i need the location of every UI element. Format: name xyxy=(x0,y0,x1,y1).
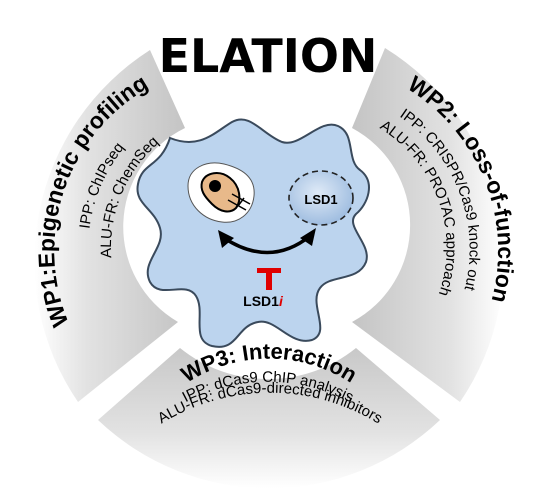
inhibition-t-icon xyxy=(257,268,281,290)
nucleus xyxy=(288,170,354,226)
inhibitor-label: LSD1i xyxy=(243,293,284,309)
wp2-band xyxy=(352,48,504,402)
wp1-band xyxy=(34,50,186,402)
bidirectional-arrow-icon xyxy=(218,228,316,255)
cell-shape xyxy=(136,118,370,348)
wp3-band xyxy=(98,348,440,489)
cell-illustration-icon xyxy=(187,162,255,223)
diagram-title: ELATION xyxy=(159,29,378,83)
nucleus-label: LSD1 xyxy=(304,192,337,207)
